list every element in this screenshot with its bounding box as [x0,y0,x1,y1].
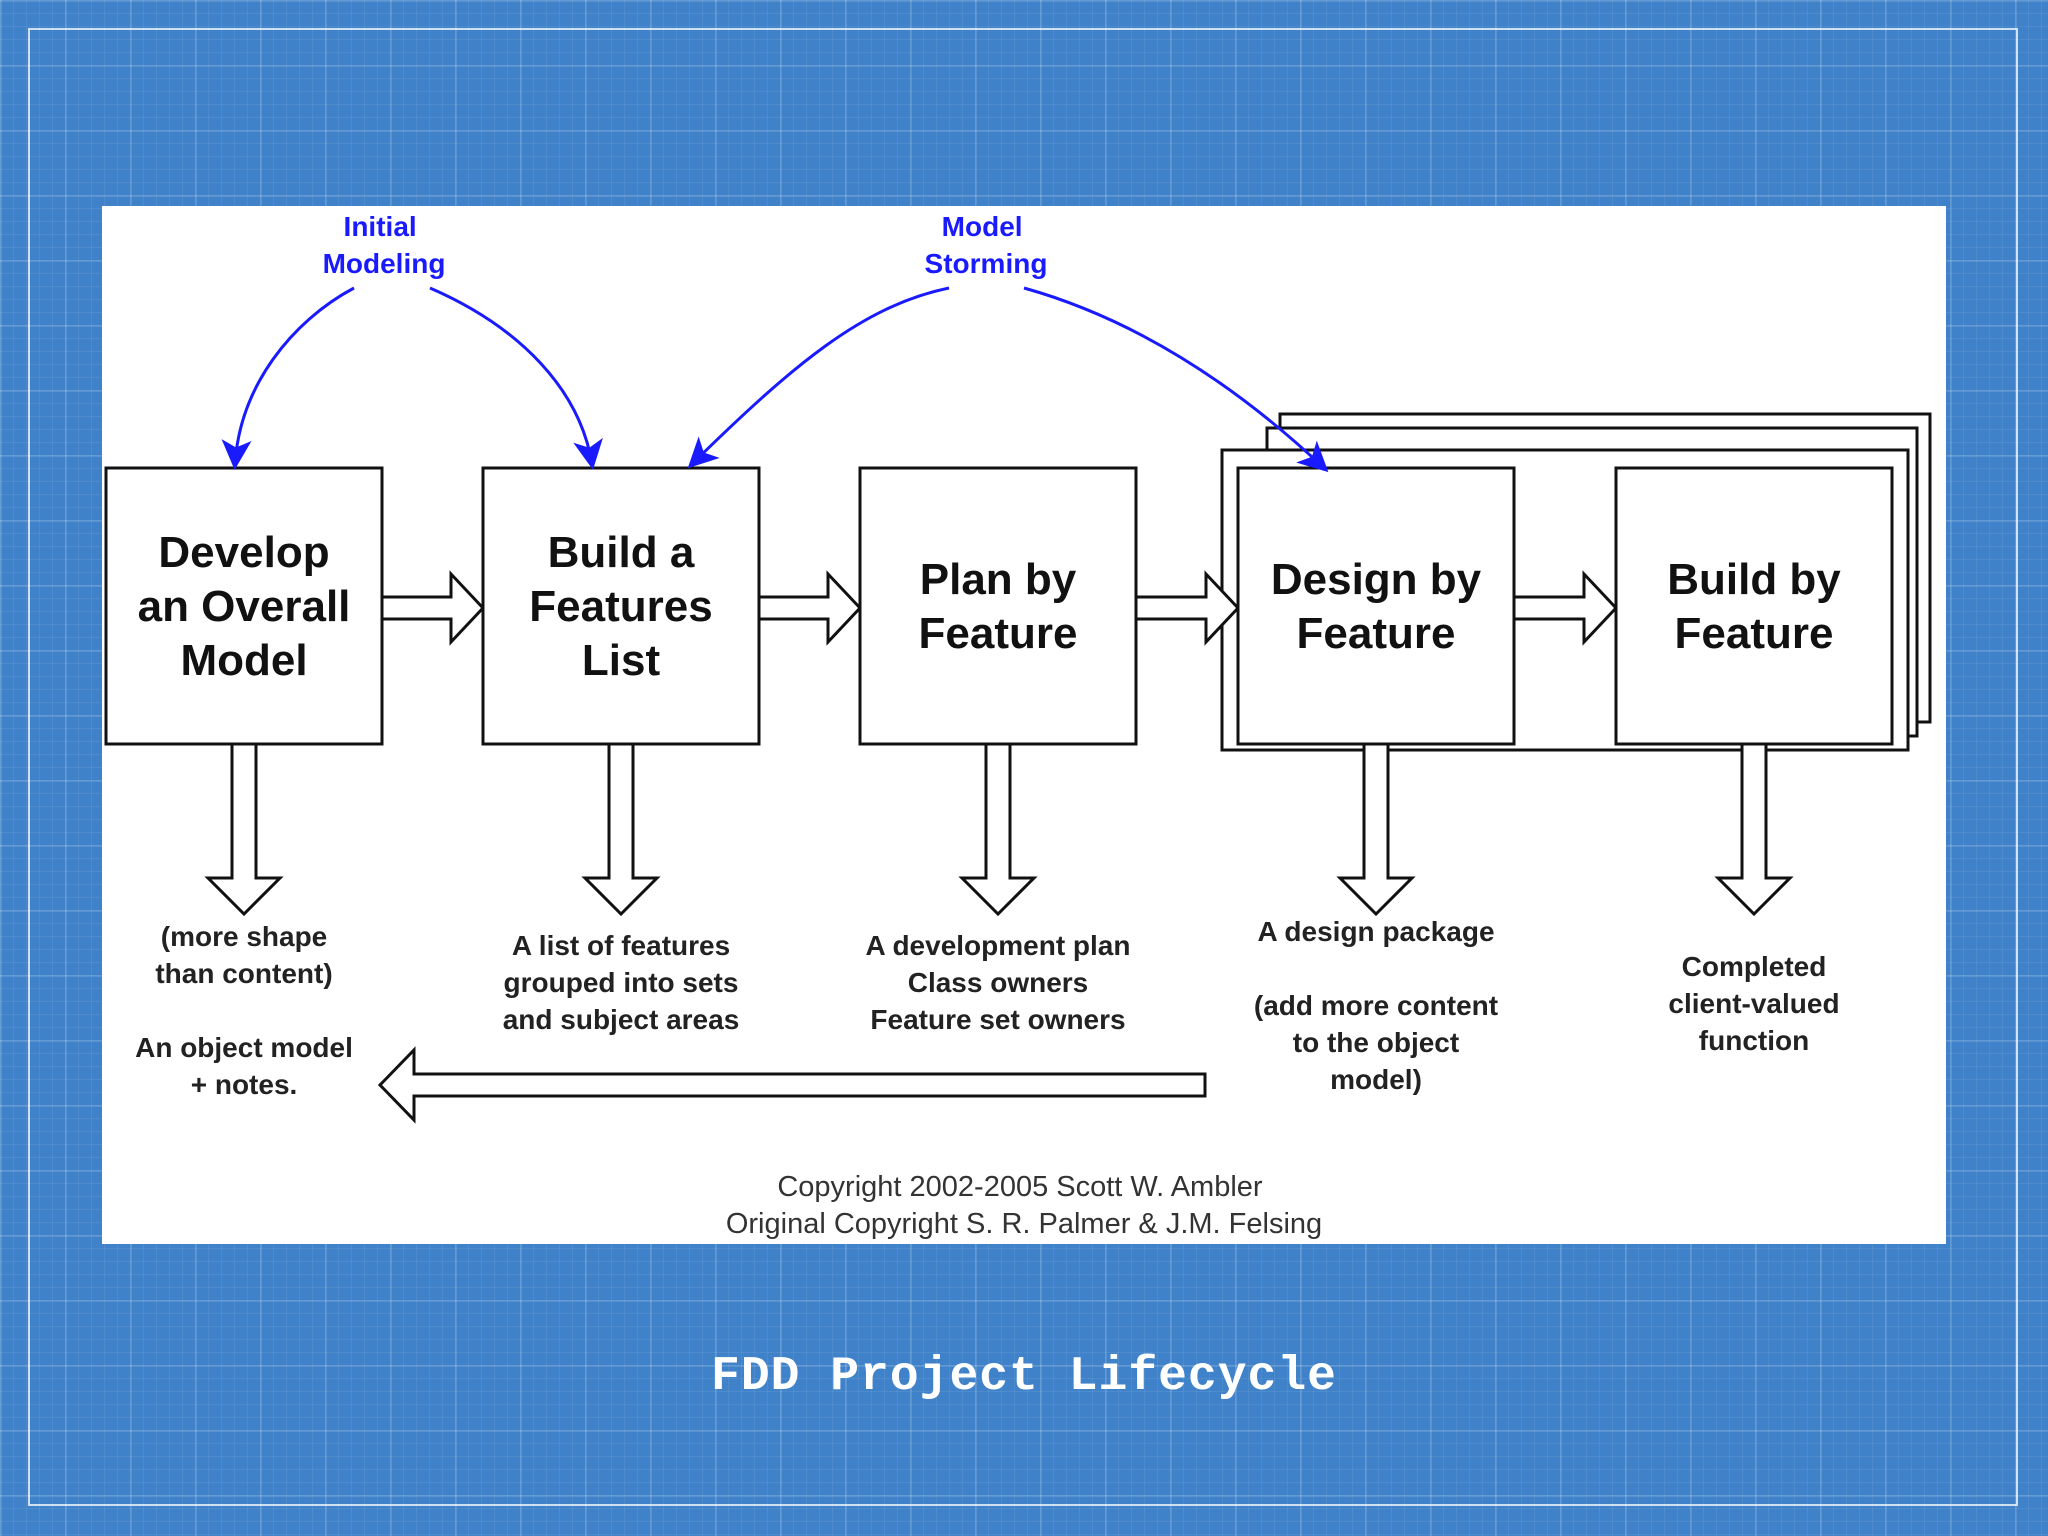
output-arrows [204,742,1794,917]
model-storming-curve-right [1023,286,1329,473]
initial-modeling-label: Initial Modeling [323,211,446,279]
initial-modeling-curve-right [429,286,603,470]
flow-arrow-develop-an-overall-model [380,570,486,646]
process-box-design-by-feature [1236,466,1516,746]
output-arrow-design-by-feature [1336,742,1416,917]
flow-arrows [380,570,1619,646]
process-box-build-by-feature [1614,466,1894,746]
flow-arrow-design-by-feature [1512,570,1619,646]
output-arrow-build-a-features-list [581,742,661,917]
return-arrow [377,1046,1207,1124]
flow-arrow-plan-by-feature [1134,570,1241,646]
output-arrow-plan-by-feature [958,742,1038,917]
slide-frame [28,28,2018,1506]
output-arrow-develop-an-overall-model [204,742,284,917]
initial-modeling-curve-left [221,286,355,470]
slide-caption: FDD Project Lifecycle [711,1350,1337,1404]
model-storming-label: Model Storming [925,211,1048,279]
process-box-plan-by-feature [858,466,1138,746]
output-arrow-build-by-feature [1714,742,1794,917]
copyright-notice: Copyright 2002-2005 Scott W. Ambler Orig… [726,1171,1322,1240]
flow-arrow-build-a-features-list [757,570,863,646]
model-storming-curve-left [687,286,950,469]
process-box-build-a-features-list [481,466,761,746]
